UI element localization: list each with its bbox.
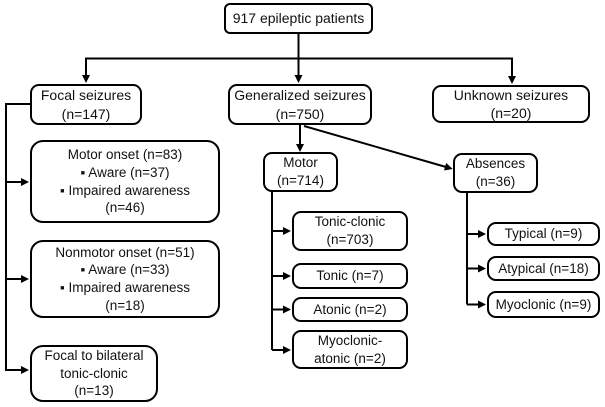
node-unknown-seizures: Unknown seizures (n=20) (432, 85, 590, 123)
node-count: (n=18) (105, 297, 145, 313)
node-label: Myoclonic- (317, 332, 383, 348)
node-label: 917 epileptic patients (232, 10, 365, 27)
node-bullet-impaired: ▪ Impaired awareness (59, 182, 191, 198)
node-label: Motor (283, 155, 318, 171)
node-typical: Typical (n=9) (487, 222, 600, 246)
node-bullet-impaired: ▪ Impaired awareness (59, 280, 191, 295)
edge-arrow-absences (303, 125, 453, 171)
node-label: Tonic-clonic (314, 214, 386, 230)
node-generalized-seizures: Generalized seizures (n=750) (228, 84, 372, 125)
node-count: (n=13) (74, 383, 114, 399)
node-motor-onset: Motor onset (n=83) ▪ Aware (n=37) ▪ Impa… (30, 140, 220, 223)
node-count: (n=714) (277, 173, 324, 188)
node-myoclonic-atonic: Myoclonic- atonic (n=2) (292, 330, 408, 369)
node-bullet-aware: ▪ Aware (n=37) (80, 164, 170, 180)
node-count: (n=147) (61, 105, 111, 122)
node-count: (n=703) (326, 232, 374, 247)
node-motor: Motor (n=714) (263, 152, 338, 192)
node-atonic: Atonic (n=2) (292, 297, 408, 322)
node-count: (n=750) (275, 105, 325, 122)
node-total-patients: 917 epileptic patients (224, 3, 373, 34)
node-nonmotor-onset: Nonmotor onset (n=51) ▪ Aware (n=33) ▪ I… (30, 240, 220, 318)
node-label: Motor onset (n=83) (67, 147, 183, 163)
node-label: Tonic (n=7) (316, 268, 384, 284)
node-label-2: tonic-clonic (60, 365, 128, 381)
node-label: Focal to bilateral (44, 348, 144, 364)
node-myoclonic: Myoclonic (n=9) (487, 291, 600, 318)
node-count: (n=36) (475, 174, 516, 189)
node-label: Generalized seizures (234, 87, 366, 104)
node-count: (n=46) (105, 200, 145, 216)
node-label: Nonmotor onset (n=51) (55, 244, 195, 260)
node-label: Myoclonic (n=9) (495, 296, 592, 312)
node-label: Focal seizures (40, 87, 132, 104)
node-label: Absences (465, 156, 526, 172)
node-count: (n=20) (490, 105, 532, 121)
edge-left-rail (5, 103, 30, 370)
node-focal-seizures: Focal seizures (n=147) (30, 84, 142, 125)
node-label: Unknown seizures (453, 86, 569, 103)
node-label: Atonic (n=2) (313, 301, 387, 317)
node-label: Typical (n=9) (504, 226, 583, 242)
node-atypical: Atypical (n=18) (487, 256, 600, 281)
node-label: Atypical (n=18) (498, 260, 589, 276)
node-focal-to-bilateral-tonic-clonic: Focal to bilateral tonic-clonic (n=13) (30, 345, 158, 402)
node-tonic: Tonic (n=7) (292, 263, 408, 289)
node-bullet-aware: ▪ Aware (n=33) (80, 262, 170, 278)
node-label-2: atonic (n=2) (314, 350, 386, 366)
node-absences: Absences (n=36) (453, 153, 538, 193)
node-tonic-clonic: Tonic-clonic (n=703) (292, 211, 408, 251)
